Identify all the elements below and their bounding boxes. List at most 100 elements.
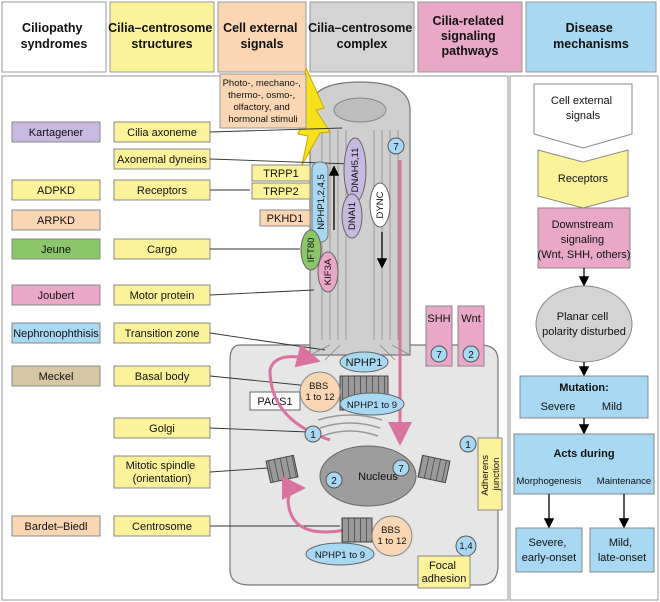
ciliary-tip: [333, 97, 387, 123]
protein-nphp1: NPHP1: [339, 351, 389, 373]
svg-text:Wnt: Wnt: [461, 313, 481, 325]
protein-ift80: IFT80: [300, 229, 322, 271]
structure-centrosome: Centrosome: [113, 515, 211, 537]
svg-text:Motor protein: Motor protein: [130, 290, 195, 302]
svg-text:1: 1: [465, 440, 471, 451]
header-cell-external-signals: Cell external signals: [217, 1, 307, 73]
mech-mutation: Mutation: Severe Mild: [519, 375, 649, 419]
svg-text:1,4: 1,4: [459, 541, 472, 552]
svg-text:Ciliopathy syndromes: Ciliopathy syndromes: [21, 21, 88, 51]
svg-text:Bardet–Biedl: Bardet–Biedl: [25, 521, 88, 533]
svg-text:2: 2: [468, 350, 474, 361]
protein-bbs-lower: BBS 1 to 12: [371, 515, 413, 557]
svg-text:Cell external signals: Cell external signals: [551, 95, 615, 122]
mech-downstream-signaling: Downstream signaling (Wnt, SHH, others): [537, 207, 631, 269]
badge-seven-nucleus: 7: [392, 459, 410, 477]
pathway-wnt: Wnt 2: [457, 305, 485, 367]
syndrome-adpkd: ADPKD: [11, 179, 101, 201]
mech-outcome-mild: Mild, late-onset: [589, 527, 655, 573]
syndrome-bardet-biedl: Bardet–Biedl: [11, 515, 101, 537]
structure-golgi: Golgi: [113, 417, 211, 439]
svg-text:DNAH5,11: DNAH5,11: [350, 148, 361, 193]
svg-text:PKHD1: PKHD1: [267, 213, 304, 225]
structure-motor-protein: Motor protein: [113, 284, 211, 306]
svg-text:NPHP1 to 9: NPHP1 to 9: [315, 550, 365, 561]
structure-basal-body: Basal body: [113, 365, 211, 387]
badge-seven-top: 7: [387, 137, 405, 155]
svg-text:Photo-, mechano-, thermo: Photo-, mechano-, thermo-, osmo-, olfact…: [223, 78, 304, 125]
svg-text:Kartagener: Kartagener: [29, 127, 84, 139]
syndrome-arpkd: ARPKD: [11, 209, 101, 231]
mech-outcome-severe: Severe, early-onset: [515, 527, 583, 573]
svg-text:Planar cell polarity dis: Planar cell polarity disturbed: [542, 311, 626, 338]
svg-text:TRPP2: TRPP2: [263, 186, 298, 198]
svg-text:Receptors: Receptors: [137, 185, 188, 197]
svg-text:Downstream signaling: Downstream signaling (Wnt, SHH, others): [538, 219, 631, 261]
svg-text:Joubert: Joubert: [38, 290, 75, 302]
protein-pacs1: PACS1: [249, 391, 301, 411]
golgi-transport-arrow: [268, 343, 331, 442]
svg-text:Cilia–centrosome structu: Cilia–centrosome structures: [108, 21, 216, 51]
protein-nphp1-to-9-upper: NPHP1 to 9: [339, 392, 405, 416]
golgi: [317, 414, 383, 437]
mech-receptors: Receptors: [537, 149, 629, 209]
svg-text:Basal body: Basal body: [135, 371, 190, 383]
structure-axonemal-dyneins: Axonemal dyneins: [113, 148, 211, 170]
syndrome-nephronophthisis: Nephronophthisis: [11, 322, 101, 344]
svg-text:TRPP1: TRPP1: [263, 168, 298, 180]
svg-text:2: 2: [331, 476, 337, 487]
centrosome-transport-arrow: [281, 476, 346, 534]
protein-kif3a: KIF3A: [317, 251, 339, 293]
mech-planar-cell-polarity: Planar cell polarity disturbed: [535, 285, 633, 363]
svg-text:Cell external signals: Cell external signals: [223, 21, 301, 51]
syndrome-meckel: Meckel: [11, 365, 101, 387]
svg-text:NPHP1,2,4,5: NPHP1,2,4,5: [316, 174, 327, 229]
svg-text:Cilia axoneme: Cilia axoneme: [127, 127, 197, 139]
svg-text:BBS 1 to 12: BBS 1 to 12: [305, 381, 334, 403]
badge-two-nucleus: 2: [325, 471, 343, 489]
svg-text:DNAI1: DNAI1: [347, 202, 358, 230]
centriole-right: [417, 454, 451, 484]
mech-cell-external-signals: Cell external signals: [533, 83, 633, 149]
svg-text:Acts during: Acts during: [553, 448, 614, 460]
svg-text:Mutation:: Mutation:: [559, 382, 608, 394]
structure-cargo: Cargo: [113, 238, 211, 260]
svg-text:Receptors: Receptors: [558, 173, 609, 185]
svg-text:ADPKD: ADPKD: [37, 185, 75, 197]
svg-text:Mitotic spindle (orienta: Mitotic spindle (orientation): [126, 460, 199, 485]
protein-dnai1: DNAI1: [341, 193, 363, 239]
centrosome: [341, 517, 373, 543]
svg-text:Mild: Mild: [602, 401, 622, 413]
svg-text:Focal adhesion: Focal adhesion: [422, 560, 467, 585]
header-cilia-centrosome-structures: Cilia–centrosome structures: [108, 1, 216, 73]
svg-text:7: 7: [436, 350, 442, 361]
pathway-shh: SHH 7: [425, 305, 453, 367]
svg-text:Maintenance: Maintenance: [597, 476, 651, 487]
protein-trpp2: TRPP2: [251, 182, 311, 200]
protein-nphp1-2-4-5: NPHP1,2,4,5: [311, 161, 329, 243]
adherens-junction: 1 Adherens junction: [459, 435, 503, 511]
svg-text:NPHP1 to 9: NPHP1 to 9: [347, 400, 397, 411]
structure-mitotic-spindle: Mitotic spindle (orientation): [113, 455, 211, 489]
protein-pkhd1: PKHD1: [259, 209, 311, 227]
svg-text:Cilia-related signaling: Cilia-related signaling pathways: [432, 14, 507, 58]
protein-nphp1-to-9-lower: NPHP1 to 9: [305, 542, 375, 566]
svg-text:Meckel: Meckel: [39, 371, 74, 383]
svg-text:Adherens junction: Adherens junction: [480, 452, 502, 495]
svg-text:7: 7: [393, 142, 399, 153]
protein-dnah5-11: DNAH5,11: [343, 137, 367, 203]
svg-text:1: 1: [310, 430, 316, 441]
header-cilia-centrosome-complex: Cilia–centrosome complex: [308, 1, 415, 73]
svg-text:7: 7: [398, 464, 404, 475]
svg-text:DYNC: DYNC: [375, 191, 386, 218]
protein-bbs-upper: BBS 1 to 12: [299, 371, 341, 413]
protein-trpp1: TRPP1: [251, 164, 311, 182]
svg-text:Axonemal dyneins: Axonemal dyneins: [117, 154, 207, 166]
badge-one-golgi: 1: [304, 425, 322, 443]
structure-cilia-axoneme: Cilia axoneme: [113, 121, 211, 143]
svg-text:Severe: Severe: [541, 401, 576, 413]
header-cilia-related-signaling-pathways: Cilia-related signaling pathways: [417, 1, 523, 73]
header-disease-mechanisms: Disease mechanisms: [525, 1, 657, 73]
svg-text:IFT80: IFT80: [306, 238, 317, 263]
